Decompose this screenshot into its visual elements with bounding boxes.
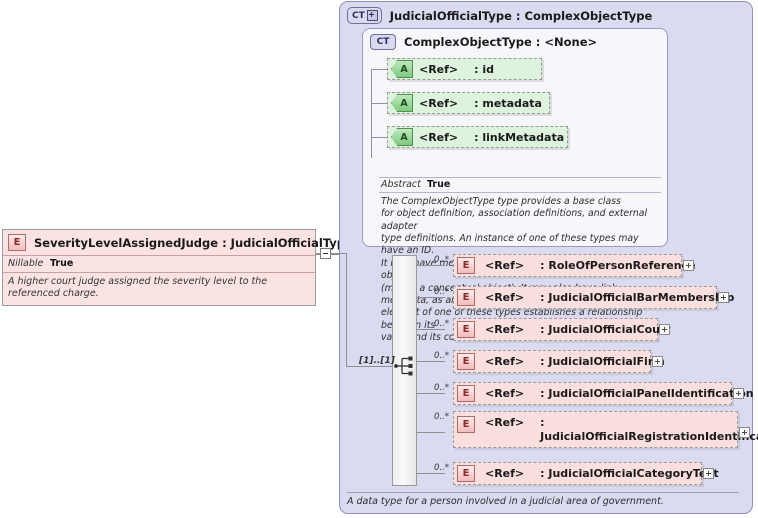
left-element-box[interactable]: E SeverityLevelAssignedJudge : JudicialO…	[2, 229, 353, 306]
element-connector-line	[417, 329, 445, 330]
element-name-label: : JudicialOfficialCategoryText	[540, 467, 719, 480]
attribute-badge-icon: A	[391, 60, 413, 78]
attribute-name-label: : linkMetadata	[474, 130, 565, 144]
element-ref-label: <Ref>	[485, 355, 525, 368]
occurrence-label: 0..*	[434, 412, 450, 422]
element-name-label: : JudicialOfficialFirm	[540, 355, 665, 368]
plus-box-icon[interactable]	[703, 468, 714, 479]
left-element-description: A higher court judge assigned the severi…	[3, 273, 315, 305]
element-ref-label: <Ref>	[485, 323, 525, 336]
element-ref-label: <Ref>	[485, 259, 525, 272]
plus-box-icon[interactable]	[718, 292, 729, 303]
left-element-header: E SeverityLevelAssignedJudge : JudicialO…	[3, 230, 353, 256]
element-ref-label: <Ref>	[485, 416, 525, 429]
element-row-judicialofficialcourt[interactable]: E <Ref> : JudicialOfficialCourt	[453, 318, 671, 341]
attribute-name-label: : id	[474, 62, 495, 76]
element-ref-label: <Ref>	[485, 467, 525, 480]
plus-box-icon[interactable]	[659, 324, 670, 335]
minus-box-icon[interactable]	[320, 248, 331, 259]
abstract-row: Abstract True	[379, 177, 661, 193]
sequence-band	[392, 255, 417, 486]
plus-glyph-icon	[366, 10, 378, 21]
attribute-ref-label: <Ref>	[419, 96, 459, 110]
attribute-row-id[interactable]: A <Ref> : id	[387, 58, 542, 80]
attr-tree-vline	[371, 69, 372, 158]
element-row-judicialofficialfirm[interactable]: E <Ref> : JudicialOfficialFirm	[453, 350, 665, 373]
plus-box-icon[interactable]	[739, 427, 750, 438]
abstract-value: True	[427, 179, 451, 190]
sequence-vertical-line	[346, 253, 347, 366]
sequence-inbound-line	[331, 253, 346, 254]
element-name-label: : JudicialOfficialCourt	[540, 323, 671, 336]
left-connector-line	[316, 253, 346, 255]
element-badge-icon: E	[457, 465, 475, 482]
complex-object-type-panel: CT ComplexObjectType : <None> A <Ref> : …	[362, 28, 668, 343]
element-ref-label: <Ref>	[485, 387, 525, 400]
element-badge-icon: E	[457, 321, 475, 338]
attr-tree-branch-1	[371, 69, 387, 70]
element-badge-icon: E	[457, 385, 475, 402]
occurrence-label: 0..*	[434, 287, 450, 297]
element-row-roleofpersonreference[interactable]: E <Ref> : RoleOfPersonReference	[453, 254, 696, 277]
element-name-label: : JudicialOfficialPanelIdentification	[540, 387, 754, 400]
ct-badge-text: CT	[352, 10, 365, 21]
occurrence-label: 0..*	[434, 383, 450, 393]
attribute-badge-icon: A	[391, 128, 413, 146]
ct-panel-title: ComplexObjectType : <None>	[404, 35, 598, 49]
type-panel-header: CT JudicialOfficialType : ComplexObjectT…	[340, 2, 752, 24]
element-badge-icon: E	[457, 416, 475, 433]
element-connector-line	[417, 361, 445, 362]
element-name-label: : RoleOfPersonReference	[540, 259, 696, 272]
ct-panel-header: CT ComplexObjectType : <None>	[363, 29, 667, 50]
plus-box-icon[interactable]	[683, 260, 694, 271]
element-row-judicialofficialpanelidentification[interactable]: E <Ref> : JudicialOfficialPanelIdentific…	[453, 382, 754, 405]
element-row-judicialofficialcategorytext[interactable]: E <Ref> : JudicialOfficialCategoryText	[453, 462, 719, 485]
element-badge-icon: E	[8, 234, 26, 251]
type-panel-footer: A data type for a person involved in a j…	[347, 492, 739, 507]
occurrence-label: 0..*	[434, 319, 450, 329]
element-badge-icon: E	[457, 289, 475, 306]
type-panel-title: JudicialOfficialType : ComplexObjectType	[389, 8, 653, 23]
element-ref-label: <Ref>	[485, 291, 525, 304]
element-name-label: : JudicialOfficialBarMembership	[540, 291, 735, 304]
sequence-horizontal-line	[346, 366, 392, 367]
element-badge-icon: E	[457, 257, 475, 274]
element-name-label: : JudicialOfficialRegistrationIdentifica…	[540, 416, 758, 443]
attr-tree-branch-3	[371, 137, 387, 138]
occurrence-label: 0..*	[434, 255, 450, 265]
element-connector-line	[417, 432, 445, 433]
element-row-judicialofficialregistrationidentification[interactable]: E <Ref> : JudicialOfficialRegistrationId…	[453, 411, 758, 448]
occurrence-label: 0..*	[434, 463, 450, 473]
attr-tree-branch-2	[371, 103, 387, 104]
plus-box-icon[interactable]	[733, 388, 744, 399]
left-element-title: SeverityLevelAssignedJudge : JudicialOff…	[34, 235, 353, 250]
element-connector-line	[417, 297, 445, 298]
attribute-ref-label: <Ref>	[419, 62, 459, 76]
attribute-row-linkmetadata[interactable]: A <Ref> : linkMetadata	[387, 126, 568, 148]
nillable-label: Nillable	[8, 258, 44, 269]
complex-type-expand-icon[interactable]: CT	[347, 7, 382, 24]
attribute-ref-label: <Ref>	[419, 130, 459, 144]
abstract-label: Abstract	[381, 179, 421, 190]
element-connector-line	[417, 473, 445, 474]
attribute-name-label: : metadata	[474, 96, 542, 110]
plus-box-icon[interactable]	[652, 356, 663, 367]
occurrence-label: 0..*	[434, 351, 450, 361]
element-connector-line	[417, 393, 445, 394]
sequence-compositor-icon[interactable]	[394, 355, 416, 377]
sequence-cardinality: [1]..[1]	[359, 356, 395, 366]
element-connector-line	[417, 265, 445, 266]
complex-type-icon: CT	[370, 34, 396, 50]
attribute-row-metadata[interactable]: A <Ref> : metadata	[387, 92, 550, 114]
element-badge-icon: E	[457, 353, 475, 370]
nillable-value: True	[50, 258, 74, 269]
attribute-badge-icon: A	[391, 94, 413, 112]
left-element-property-row: Nillable True	[3, 256, 315, 273]
element-row-judicialofficialbarmembership[interactable]: E <Ref> : JudicialOfficialBarMembership	[453, 286, 734, 309]
